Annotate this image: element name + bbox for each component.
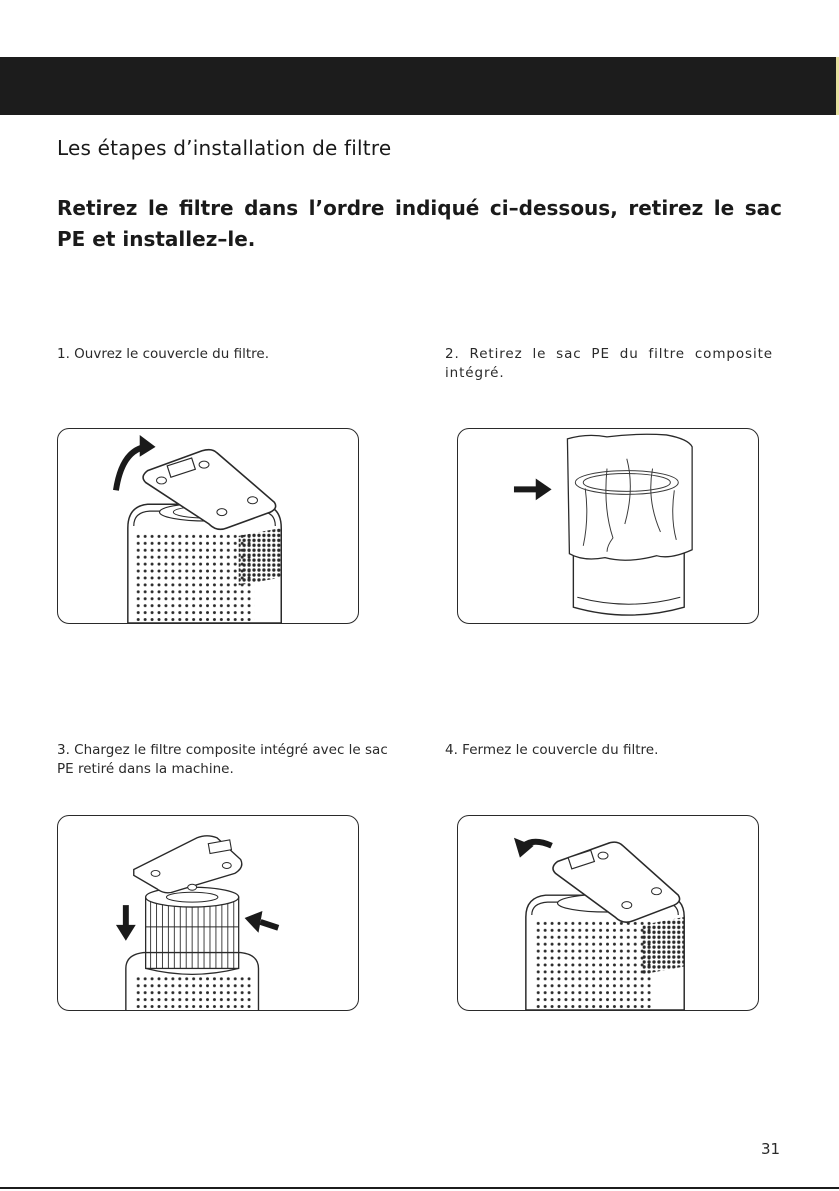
load-filter-drawing — [115, 835, 280, 1010]
page-number: 31 — [761, 1140, 781, 1158]
page-title: Les étapes d’installation de filtre — [57, 136, 392, 160]
step-4-illustration — [457, 815, 759, 1011]
instructions-subtitle: Retirez le filtre dans l’ordre indiqué c… — [57, 196, 782, 251]
close-lid-drawing — [513, 837, 685, 1010]
step-1-illustration — [57, 428, 359, 624]
step-4-text: 4. Fermez le couvercle du filtre. — [445, 742, 659, 758]
open-lid-drawing — [113, 434, 282, 623]
step-3-text: 3. Chargez le filtre composite intégré a… — [57, 742, 388, 777]
step-1-text: 1. Ouvrez le couvercle du filtre. — [57, 346, 269, 362]
header-band — [0, 57, 836, 115]
step-2-illustration — [457, 428, 759, 624]
bottom-rule — [0, 1187, 839, 1189]
header-accent-strip — [836, 57, 839, 115]
step-2-text: 2. Retirez le sac PE du filtre composite… — [445, 346, 773, 381]
step-3-illustration — [57, 815, 359, 1011]
remove-pe-bag-drawing — [513, 433, 693, 616]
